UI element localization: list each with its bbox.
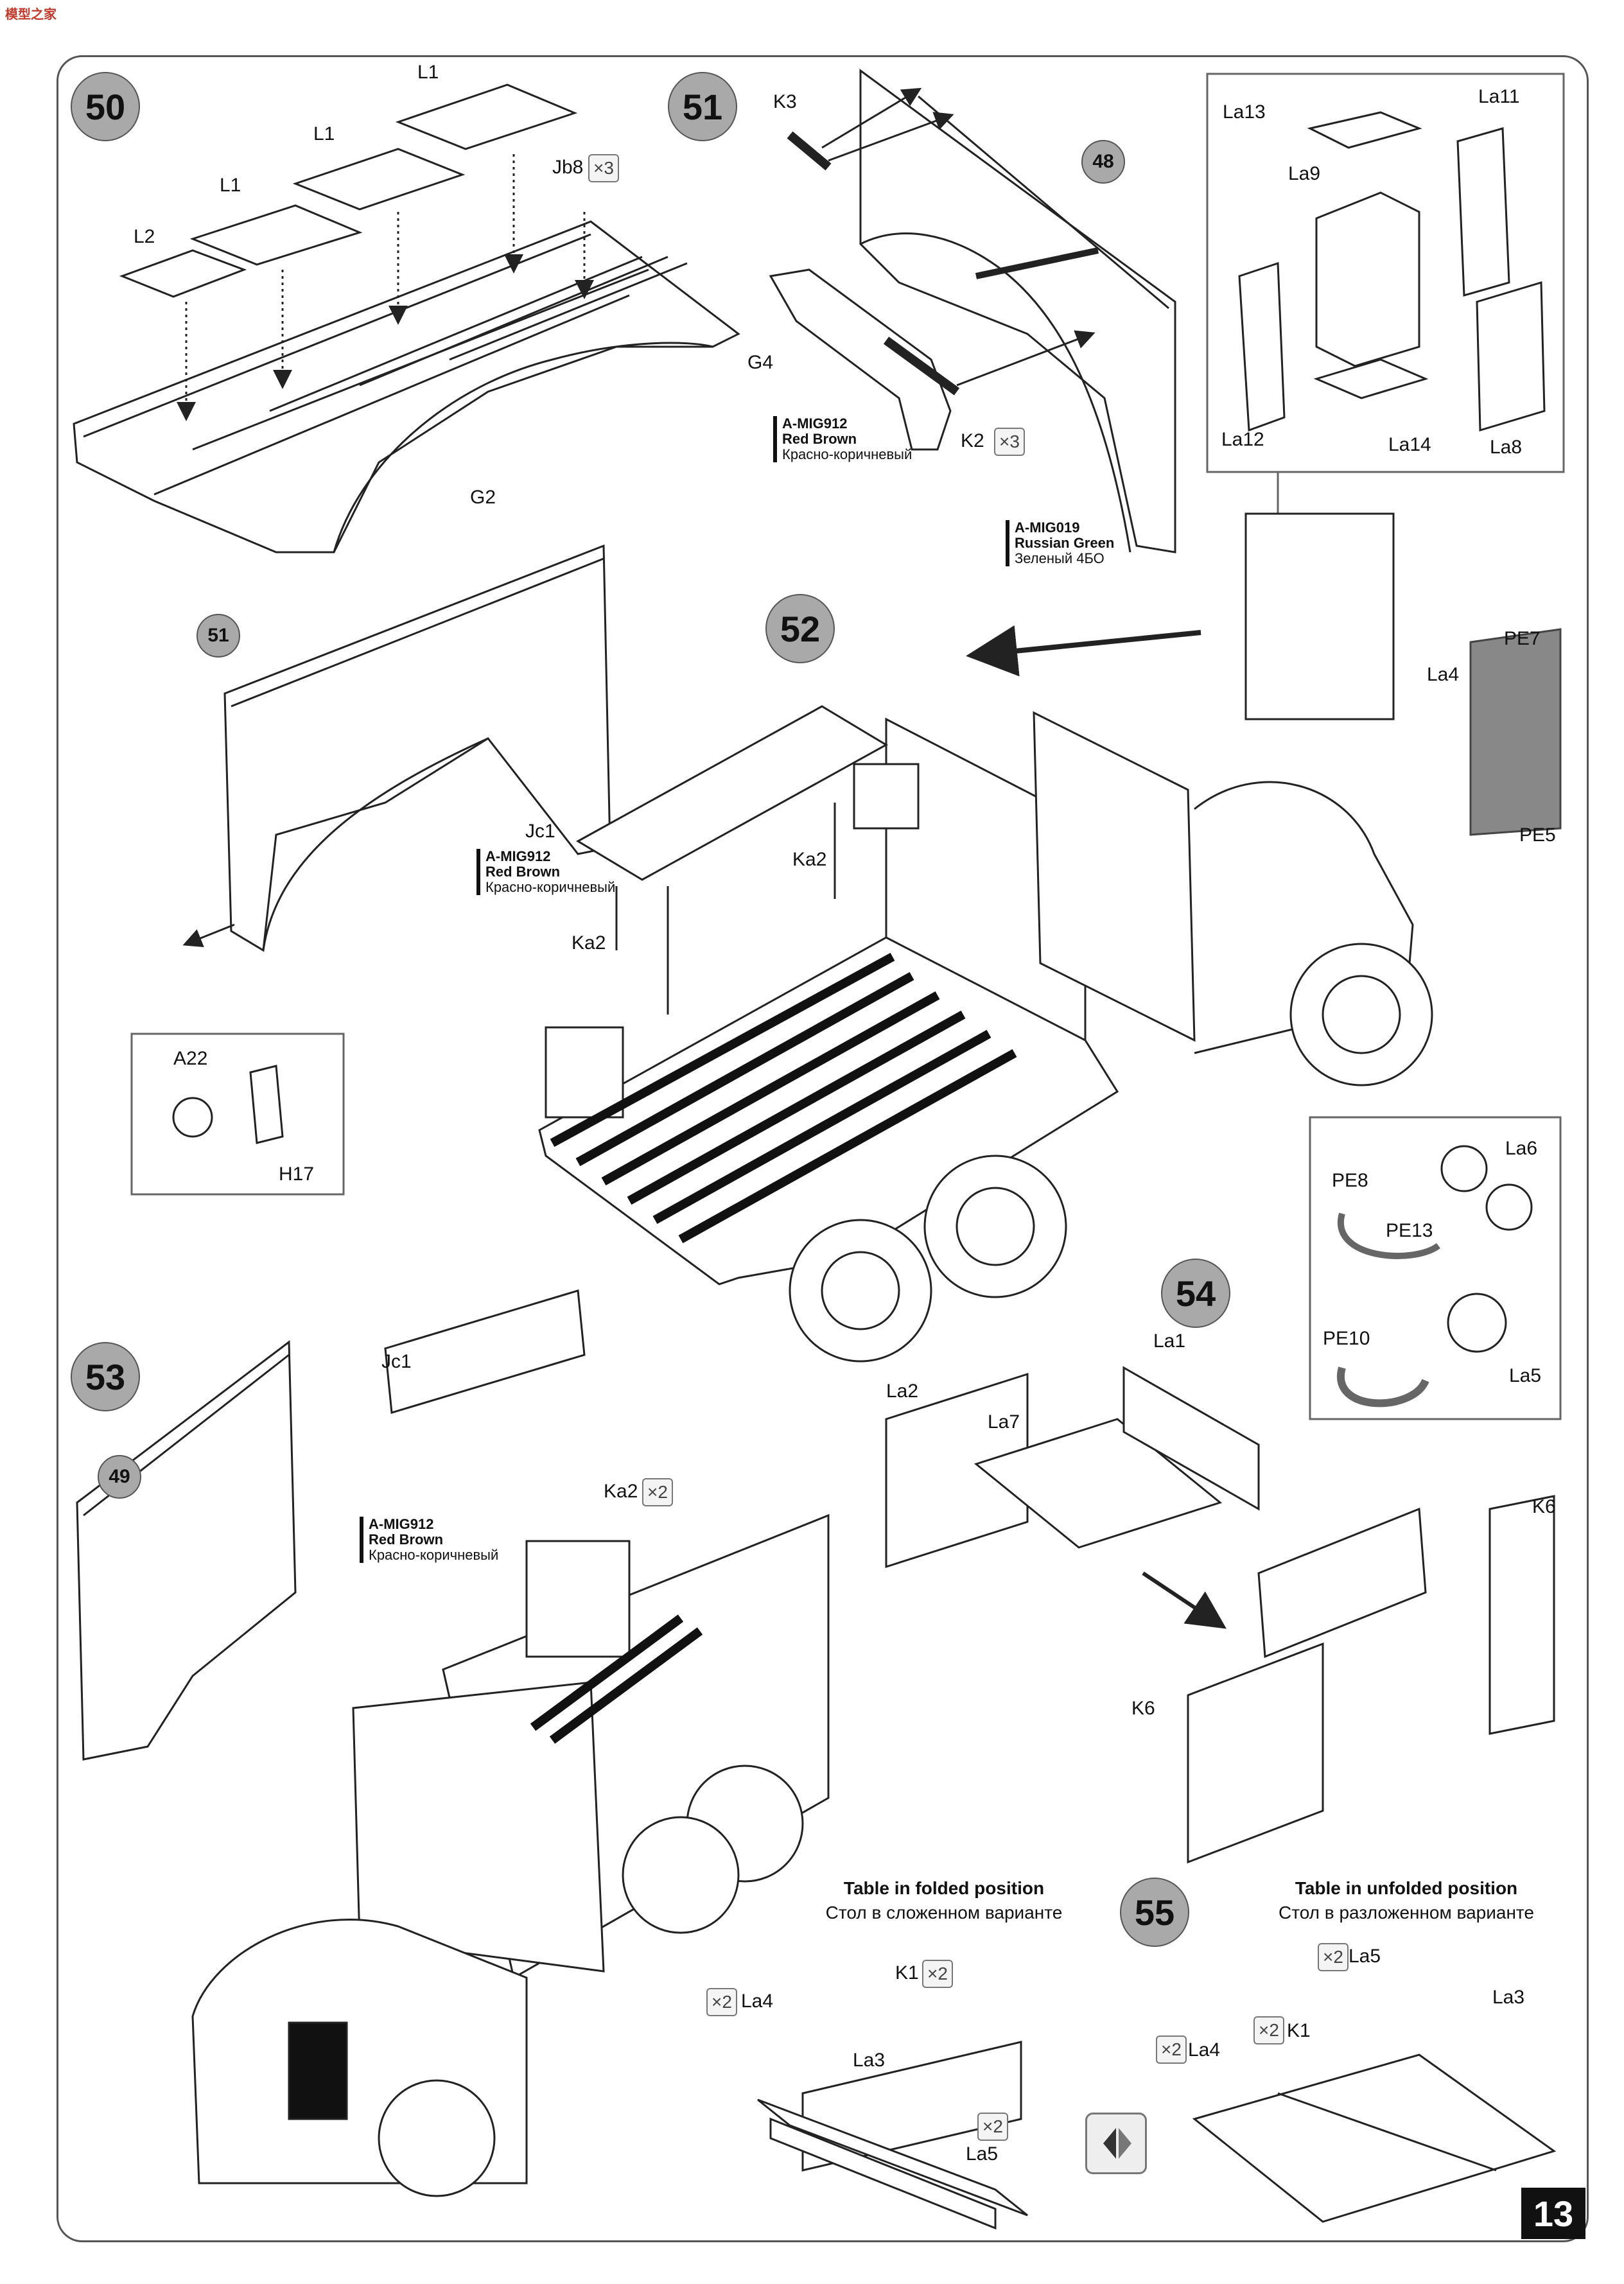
- caption-unfolded: Table in unfolded position Стол в разлож…: [1278, 1878, 1534, 1922]
- step-55-badge: 55: [1120, 1878, 1189, 1947]
- part-Ka2-b: Ka2: [572, 932, 606, 954]
- radio-cabinet-detail-box: [1206, 73, 1565, 514]
- ref-step-51: 51: [196, 614, 240, 658]
- part-G2: G2: [470, 487, 496, 508]
- part-PE8: PE8: [1332, 1170, 1368, 1191]
- part-La7: La7: [988, 1411, 1020, 1433]
- ref-step-48: 48: [1081, 140, 1125, 184]
- part-G4: G4: [747, 352, 774, 373]
- part-La11: La11: [1478, 86, 1520, 107]
- part-Jb8: Jb8: [552, 157, 584, 178]
- part-La6: La6: [1505, 1138, 1538, 1159]
- part-La3-unfolded: La3: [1492, 1987, 1525, 2008]
- part-K6-b: K6: [1131, 1698, 1155, 1719]
- quantity-badge: ×2: [1318, 1943, 1349, 1971]
- part-La4-unfolded: La4: [1188, 2039, 1221, 2061]
- step-52-badge: 52: [765, 594, 835, 663]
- quantity-badge: ×2: [922, 1960, 953, 1988]
- roof-panels-drawing: [119, 83, 578, 298]
- part-La12: La12: [1221, 429, 1264, 450]
- part-K1-folded: K1: [895, 1962, 919, 1983]
- step-53-badge: 53: [71, 1342, 140, 1411]
- part-L2: L2: [134, 226, 155, 247]
- part-La9: La9: [1288, 163, 1321, 184]
- part-La5-unfolded: La5: [1349, 1946, 1381, 1967]
- quantity-badge: ×2: [1253, 2016, 1284, 2044]
- page-number: 13: [1521, 2188, 1585, 2239]
- part-La5-folded: La5: [966, 2143, 999, 2165]
- ref-step-49: 49: [98, 1455, 141, 1499]
- step-51-badge: 51: [668, 72, 737, 141]
- part-La2: La2: [886, 1381, 919, 1402]
- part-Ka2-53: Ka2: [604, 1481, 638, 1502]
- table-assembly-drawing: [885, 1366, 1555, 1864]
- paint-callout-red-brown-52: A-MIG912 Red Brown Красно-коричневый: [476, 849, 615, 895]
- quantity-badge: ×2: [706, 1988, 737, 2016]
- part-La4: La4: [1427, 664, 1460, 685]
- truck-rear-view-drawing: [76, 1289, 830, 2197]
- part-K1-unfolded: K1: [1287, 2020, 1311, 2041]
- paint-callout-russian-green: A-MIG019 Russian Green Зеленый 4БО: [1006, 520, 1114, 566]
- quantity-badge: ×3: [588, 154, 619, 182]
- part-PE7: PE7: [1504, 628, 1541, 649]
- flip-arrows-icon: [1085, 2113, 1147, 2174]
- quantity-badge: ×3: [994, 428, 1025, 456]
- part-K6-a: K6: [1532, 1496, 1556, 1517]
- part-K3: K3: [773, 91, 797, 112]
- paint-callout-red-brown-51: A-MIG912 Red Brown Красно-коричневый: [773, 416, 912, 462]
- folded-table-drawing: [757, 2041, 1028, 2230]
- radio-truck-body-drawing: [223, 512, 1562, 1363]
- step-50-badge: 50: [71, 72, 140, 141]
- part-Jc1: Jc1: [525, 821, 555, 842]
- caption-folded: Table in folded position Стол в сложенно…: [825, 1878, 1063, 1922]
- part-PE13: PE13: [1386, 1220, 1433, 1241]
- part-Ka2-a: Ka2: [792, 849, 827, 870]
- part-La8: La8: [1490, 437, 1523, 458]
- part-A22: A22: [173, 1048, 208, 1069]
- part-La1: La1: [1153, 1330, 1186, 1352]
- part-La13: La13: [1223, 101, 1266, 123]
- part-L1-b: L1: [313, 123, 335, 144]
- side-wall-drawing: [769, 69, 1176, 554]
- paint-callout-red-brown-53: A-MIG912 Red Brown Красно-коричневый: [360, 1517, 498, 1563]
- part-La3-folded: La3: [853, 2050, 886, 2071]
- part-Jc1-53: Jc1: [381, 1351, 412, 1372]
- part-K2: K2: [961, 430, 984, 451]
- floor-slats: [550, 952, 1017, 1244]
- quantity-badge: ×2: [977, 2113, 1008, 2141]
- bench-drawing: [575, 705, 889, 1015]
- site-watermark: 模型之家: [5, 8, 57, 22]
- step-54-badge: 54: [1161, 1259, 1230, 1328]
- quantity-badge: ×2: [642, 1478, 673, 1506]
- part-La5: La5: [1509, 1365, 1542, 1386]
- part-La14: La14: [1388, 434, 1431, 455]
- part-PE10: PE10: [1323, 1328, 1370, 1349]
- quantity-badge: ×2: [1156, 2036, 1187, 2064]
- unfolded-table-drawing: [1192, 2053, 1557, 2223]
- part-H17: H17: [279, 1164, 315, 1185]
- part-L1-a: L1: [417, 62, 439, 83]
- part-La4-folded: La4: [741, 1991, 774, 2012]
- roof-frame-drawing: [73, 220, 740, 554]
- part-PE5: PE5: [1519, 824, 1556, 846]
- part-L1-c: L1: [220, 175, 241, 196]
